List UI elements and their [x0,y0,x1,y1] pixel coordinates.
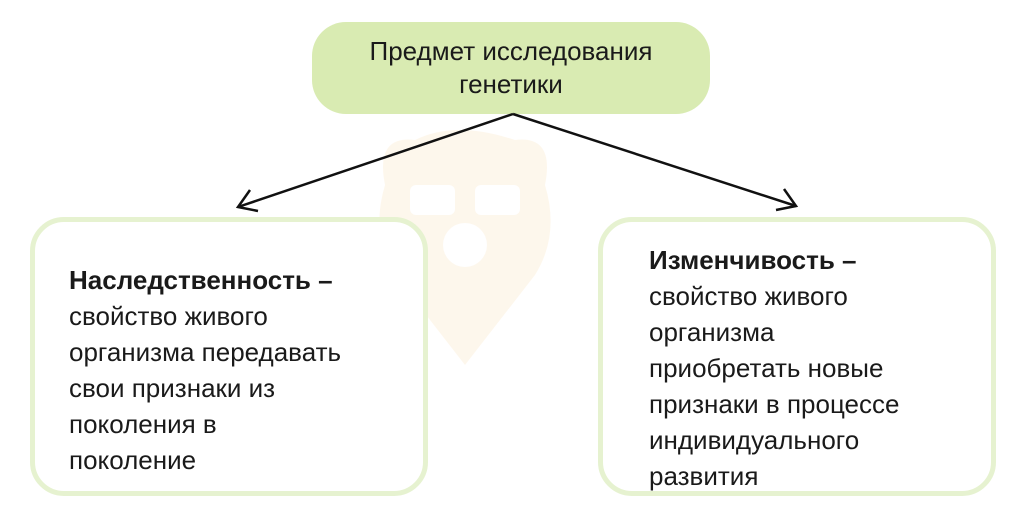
variability-line-3: приобретать новые [649,353,884,383]
variability-line-1: свойство живого [649,281,848,311]
heredity-line-4: поколения в [69,409,217,439]
topic-line-1: Предмет исследования [369,36,653,66]
variability-line-5: индивидуального [649,425,860,455]
arrow-left-line [237,112,514,209]
arrow-right-line [512,112,797,208]
heredity-term: Наследственность – [69,265,333,295]
variability-line-2: организма [649,317,775,347]
variability-line-6: развития [649,461,759,491]
heredity-line-2: организма передавать [69,337,342,367]
topic-node: Предмет исследования генетики [312,22,710,114]
arrow-right-head [775,188,799,212]
heredity-line-1: свойство живого [69,301,268,331]
heredity-card: Наследственность – свойство живого орган… [30,217,428,496]
heredity-line-5: поколение [69,445,197,475]
topic-line-2: генетики [459,69,563,99]
arrow-left-head [235,189,259,213]
variability-term: Изменчивость – [649,245,857,275]
heredity-line-3: свои признаки из [69,373,276,403]
variability-line-4: признаки в процессе [649,389,900,419]
variability-card: Изменчивость – свойство живого организма… [598,217,996,496]
